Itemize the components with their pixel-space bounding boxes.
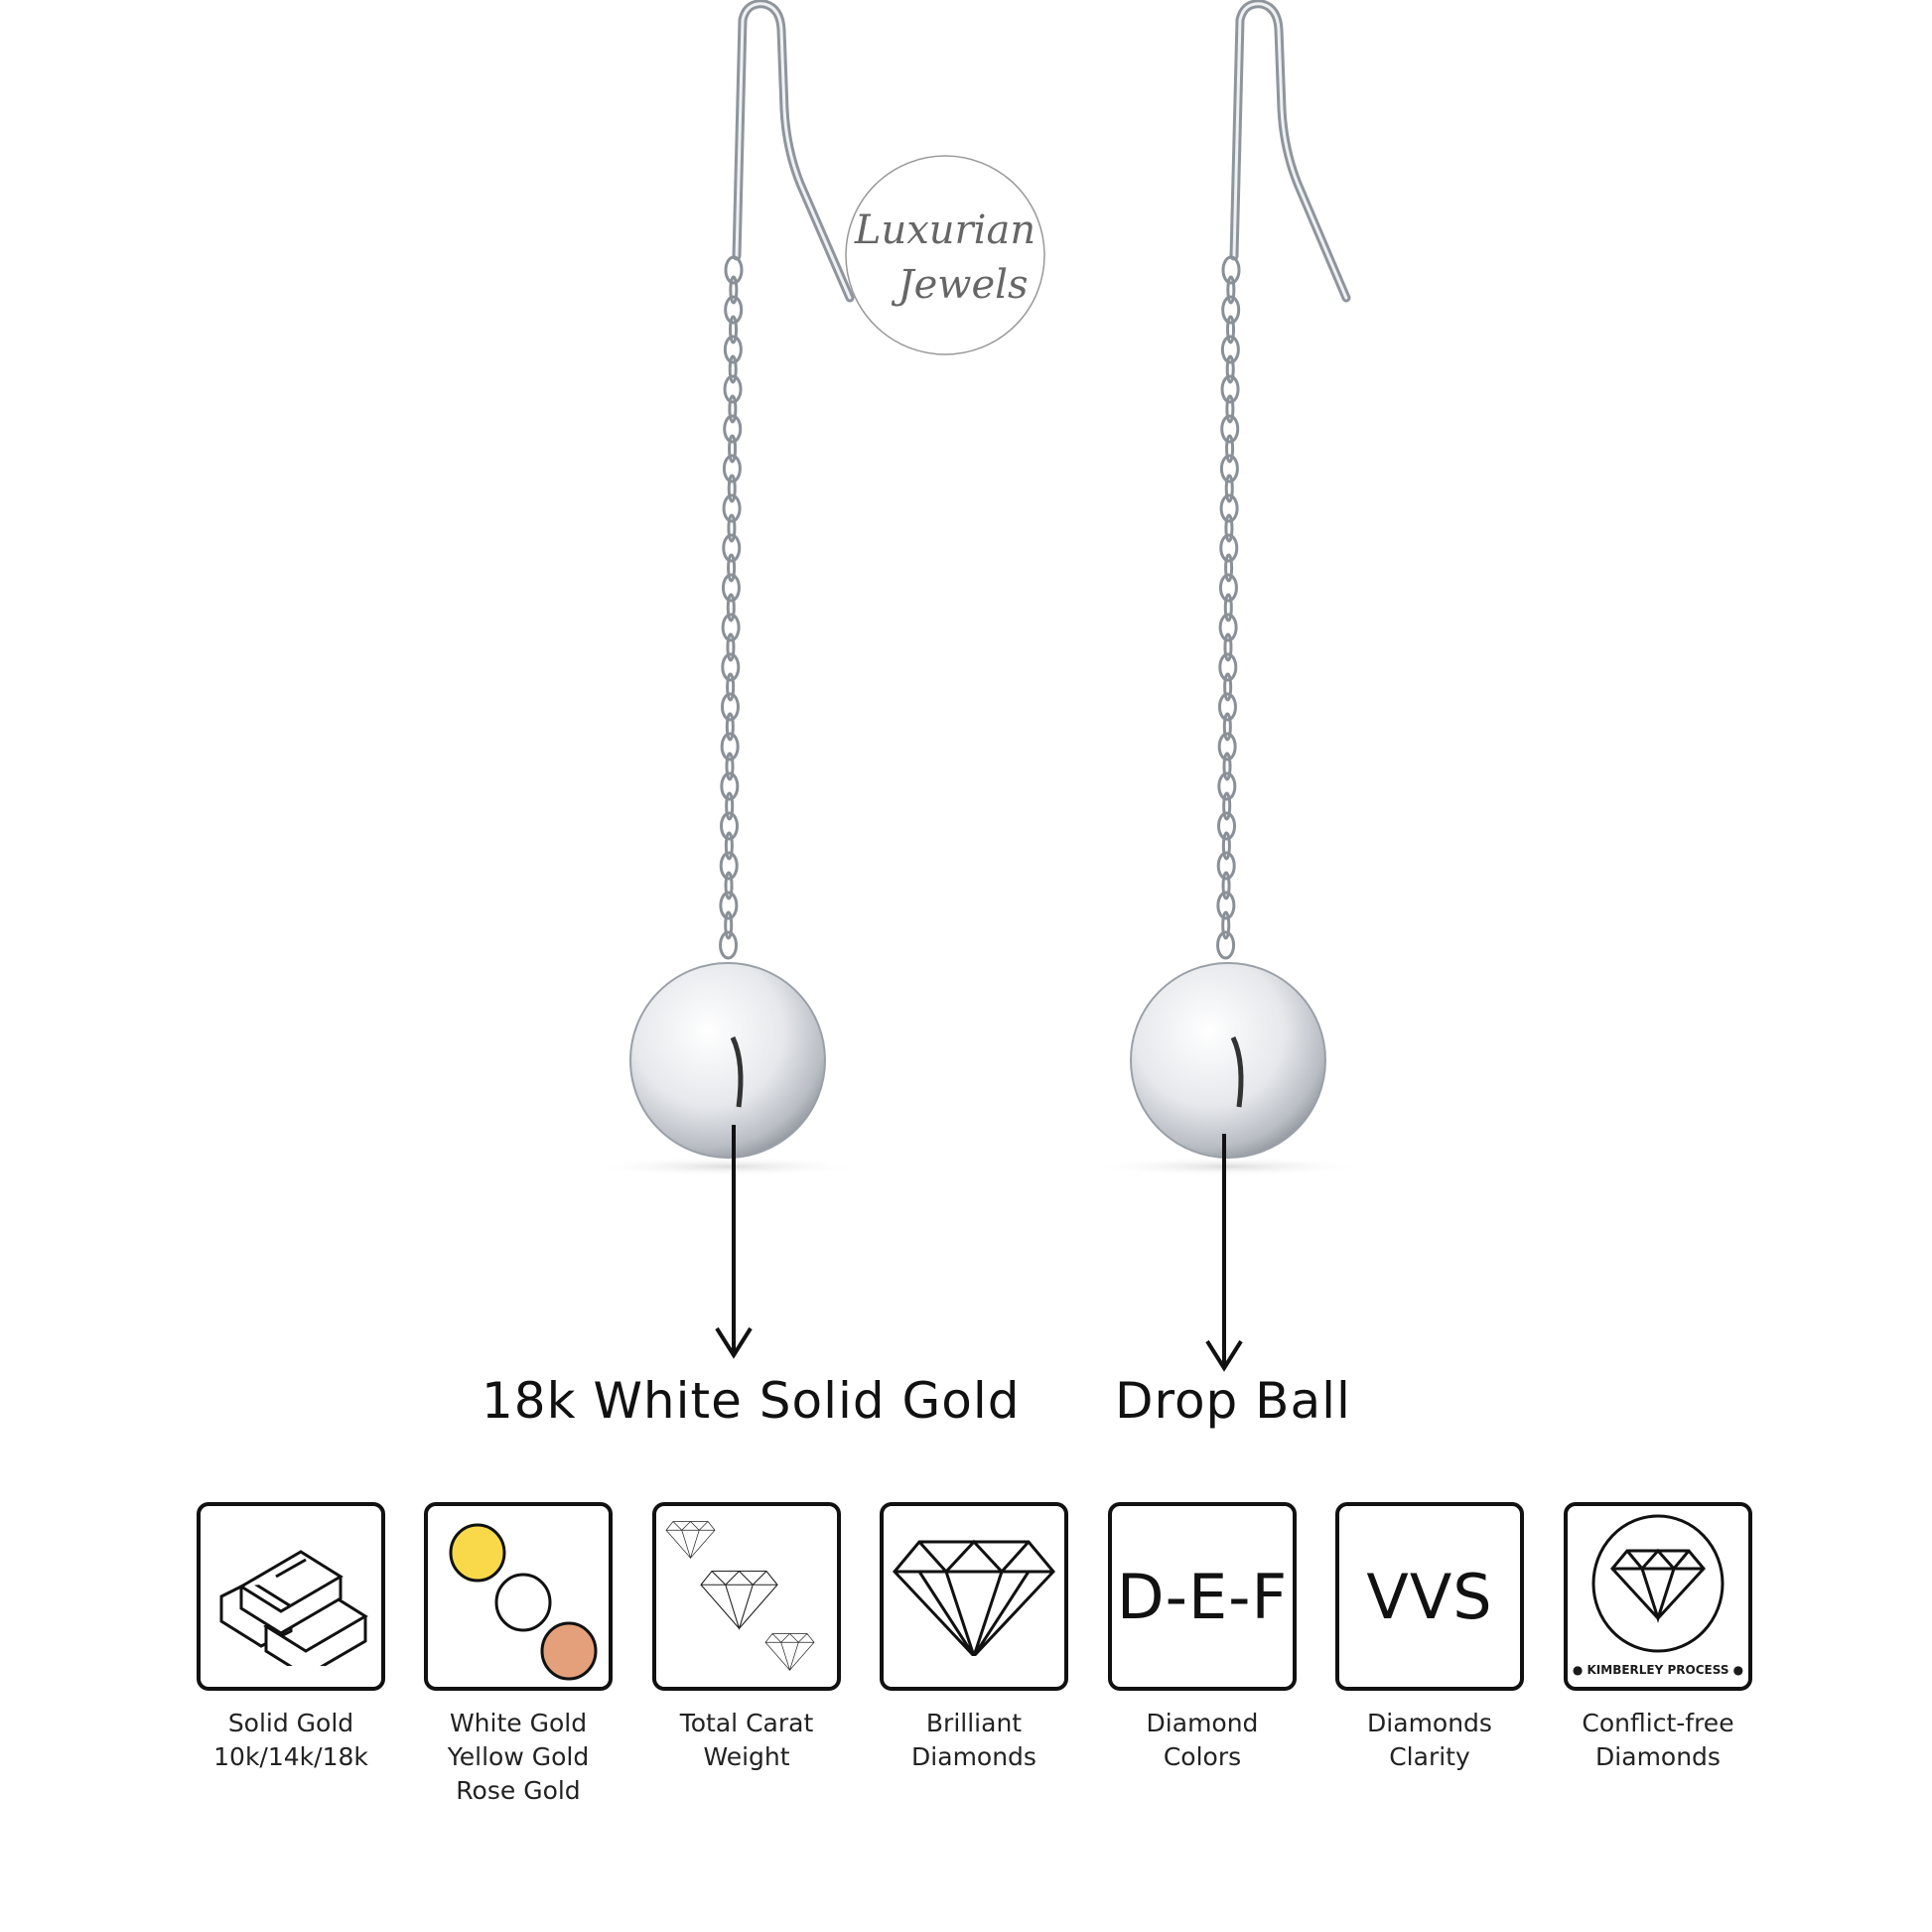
chain-link [1225, 354, 1235, 384]
chain-link [1218, 613, 1238, 642]
kimberley-process-icon [1591, 1514, 1725, 1653]
chain-link [1216, 891, 1236, 920]
chain-link [725, 752, 735, 781]
chain-link [721, 573, 741, 603]
chain-link [726, 632, 736, 662]
chain-link [725, 791, 735, 821]
chain-link [1217, 811, 1237, 841]
chain-link [719, 851, 739, 881]
chain-link [1224, 553, 1234, 583]
chain-link [721, 652, 741, 682]
chain-link [1219, 454, 1239, 483]
chain-link [720, 771, 740, 801]
chain-link [1221, 295, 1241, 325]
chain-link [1220, 374, 1240, 404]
carat-diamonds-icon [665, 1521, 815, 1671]
chain-link [725, 712, 735, 742]
chain-link [719, 891, 739, 920]
chain-link [1220, 335, 1240, 364]
chain-link [1225, 394, 1235, 424]
gold-bars-icon [219, 1550, 368, 1666]
chain-link [727, 553, 737, 583]
metal-label: 18k White Solid Gold [482, 1372, 1021, 1430]
chain-link [1218, 652, 1238, 682]
chain-link [722, 533, 742, 563]
chain-link [1223, 593, 1233, 622]
chain-link [1224, 513, 1234, 543]
chain-link [1223, 672, 1233, 702]
chain-link [726, 672, 736, 702]
chain-link [726, 593, 736, 622]
chain-link [719, 930, 739, 960]
chain-link [1221, 910, 1231, 940]
chain-link [728, 434, 738, 464]
chain-link [720, 692, 740, 722]
chain-link [1219, 533, 1239, 563]
chain-link [721, 613, 741, 642]
brilliant-diamond-icon [892, 1539, 1056, 1656]
chain-link [1219, 493, 1239, 523]
chain-link [1221, 831, 1231, 861]
chain-link [1220, 414, 1240, 444]
chain-link [1222, 712, 1232, 742]
chain-link [1221, 255, 1241, 285]
chain-link [722, 493, 742, 523]
chain-link [720, 732, 740, 761]
chain-link [724, 910, 734, 940]
chain-link [1226, 315, 1236, 345]
chain-link [724, 831, 734, 861]
chain-link [1223, 632, 1233, 662]
chain-link [723, 335, 743, 364]
earring-right [1089, 0, 1367, 1176]
logo-line1: Luxurian [854, 207, 1035, 253]
chain-link [1218, 573, 1238, 603]
gold-colors-icon [449, 1523, 598, 1681]
chain-link [1217, 692, 1237, 722]
chain-link [1217, 732, 1237, 761]
earring-left [589, 0, 867, 1176]
arrow-right [1205, 1134, 1243, 1372]
chain-link [727, 474, 737, 503]
style-label: Drop Ball [1115, 1372, 1351, 1430]
chain-link [1224, 474, 1234, 503]
def-text-icon: D-E-F [1116, 1560, 1289, 1633]
chain-link [728, 354, 738, 384]
chain-link [727, 513, 737, 543]
arrow-left [715, 1125, 753, 1359]
chain-link [1217, 771, 1237, 801]
kimberley-badge: KIMBERLEY PROCESS [1587, 1663, 1729, 1677]
chain-link [722, 454, 742, 483]
chain-link [1222, 791, 1232, 821]
chain-link [724, 871, 734, 900]
chain-link [1222, 752, 1232, 781]
chain-link [729, 275, 739, 305]
chain-link [1216, 930, 1236, 960]
chain-link [728, 394, 738, 424]
vvs-text-icon: VVS [1366, 1560, 1493, 1633]
chain-link [1221, 871, 1231, 900]
chain-link [1216, 851, 1236, 881]
chain-link [720, 811, 740, 841]
logo-seal: Luxurian Jewels [845, 155, 1045, 355]
chain-link [1226, 275, 1236, 305]
chain-link [723, 374, 743, 404]
chain-link [724, 255, 744, 285]
chain-link [724, 295, 744, 325]
chain-link [729, 315, 739, 345]
logo-line2: Jewels [892, 262, 1029, 308]
chain-link [1225, 434, 1235, 464]
chain-link [723, 414, 743, 444]
